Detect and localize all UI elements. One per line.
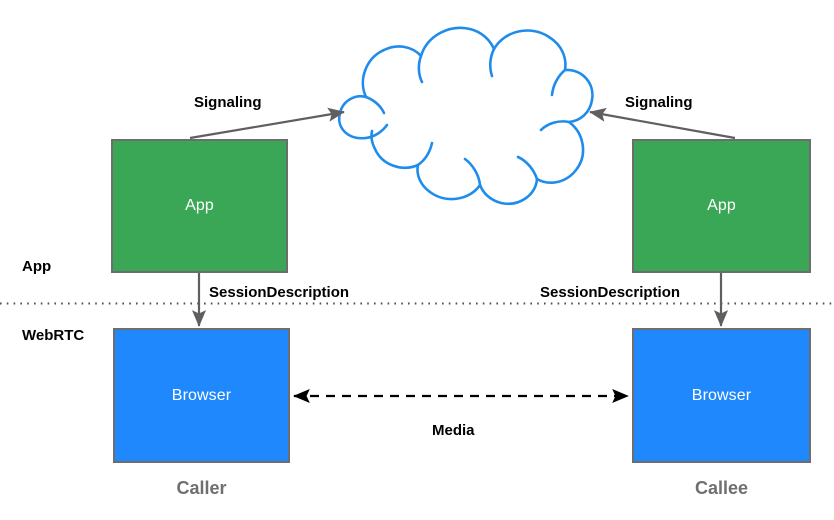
node-callee-browser[interactable]: Browser (632, 328, 811, 463)
role-label-callee: Callee (694, 478, 749, 498)
role-label-caller: Caller (176, 478, 227, 498)
node-caller-browser-label: Browser (171, 386, 232, 404)
node-callee-app-label: App (707, 197, 736, 214)
node-caller-app[interactable]: App (111, 139, 288, 273)
edge-signaling-right (589, 107, 736, 140)
edge-signaling-left (189, 107, 345, 140)
edge-label-media: Media (432, 422, 475, 439)
node-caller-browser[interactable]: Browser (113, 328, 290, 463)
node-caller-app-label: App (185, 197, 214, 214)
edge-label-signaling-right: Signaling (625, 94, 693, 111)
node-callee-browser-label: Browser (691, 386, 752, 404)
layer-label-webrtc: WebRTC (22, 327, 85, 344)
signaling-cloud-icon (337, 26, 594, 206)
node-callee-app[interactable]: App (632, 139, 811, 273)
edge-label-sessiondescription-left: SessionDescription (209, 284, 350, 301)
edge-label-sessiondescription-right: SessionDescription (540, 284, 681, 301)
edge-label-signaling-left: Signaling (194, 94, 262, 111)
layer-label-app: App (22, 258, 52, 275)
